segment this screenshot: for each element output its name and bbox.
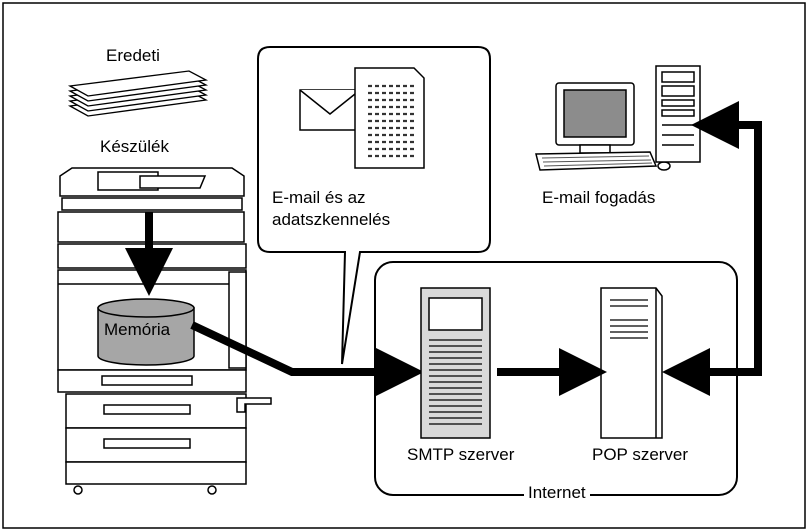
computer-icon	[535, 65, 701, 171]
label-memory: Memória	[104, 320, 171, 339]
pop-server-icon	[600, 287, 663, 439]
smtp-server-icon	[420, 287, 491, 439]
label-email-scan-line2: adatszkennelés	[272, 210, 391, 229]
label-email-scan-line1: E-mail és az	[272, 188, 366, 207]
memory-cylinder-icon	[97, 298, 195, 366]
label-original: Eredeti	[106, 46, 160, 65]
envelope-icon	[299, 89, 361, 131]
label-email-receive: E-mail fogadás	[542, 188, 656, 207]
label-pop-server: POP szerver	[592, 445, 689, 464]
label-smtp-server: SMTP szerver	[407, 445, 515, 464]
memory-to-smtp-arrow	[190, 321, 424, 396]
label-device: Készülék	[100, 137, 169, 156]
pop-to-pc-path	[691, 101, 762, 376]
document-icon	[354, 67, 425, 169]
paper-stack-icon	[67, 70, 209, 117]
label-internet: Internet	[524, 482, 590, 504]
